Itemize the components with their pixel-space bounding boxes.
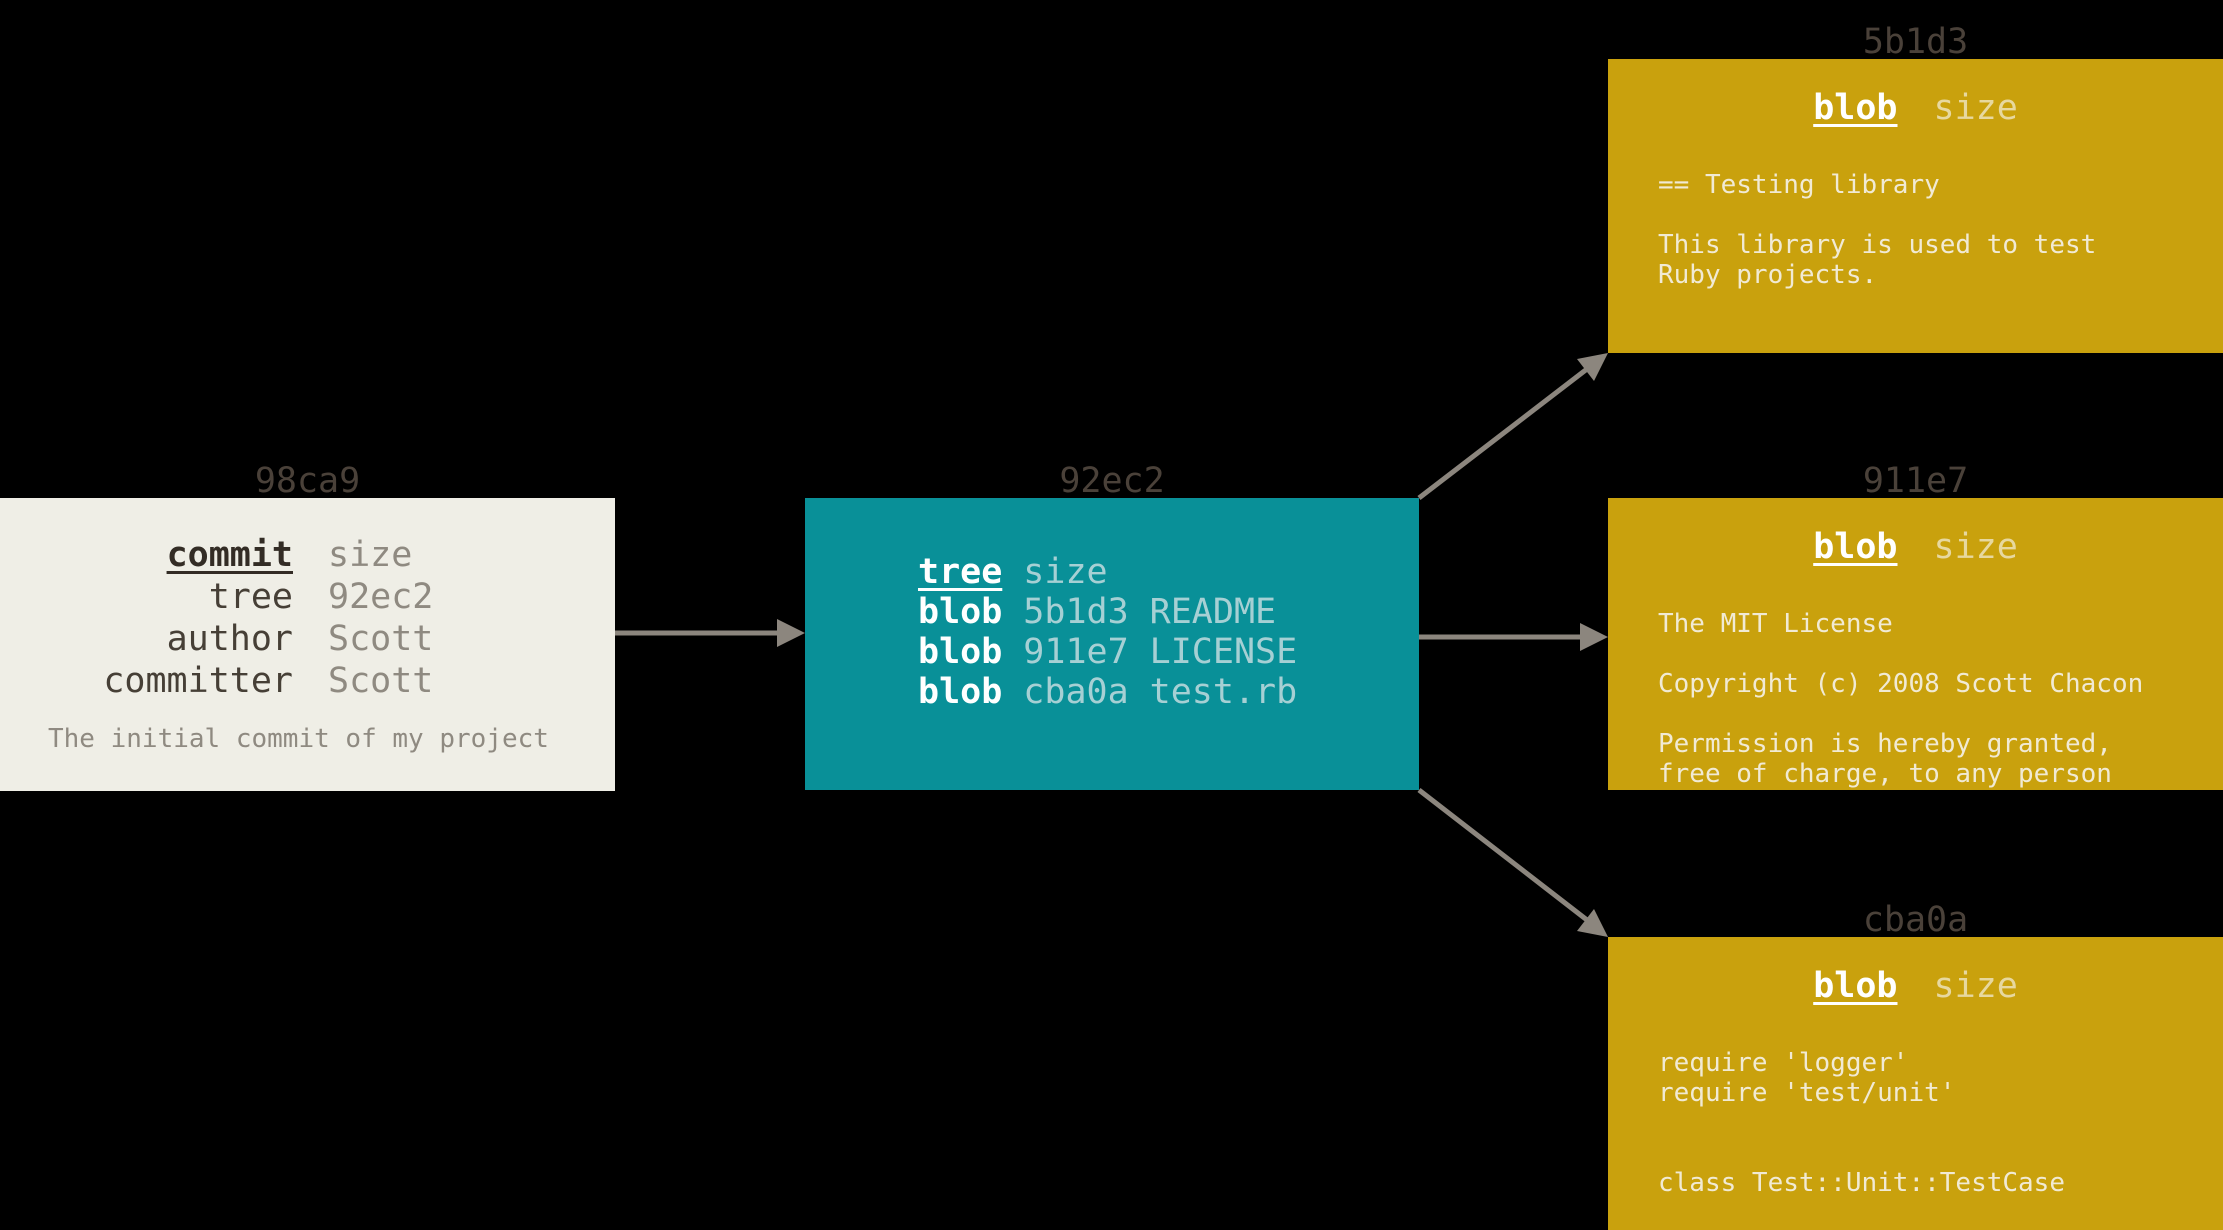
commit-fields: commit size tree 92ec2 author Scott comm…	[0, 498, 615, 702]
commit-hash-label: 98ca9	[254, 461, 361, 501]
commit-type-key: commit	[0, 534, 293, 576]
tree-size-value: size	[1023, 552, 1108, 592]
arrow-tree-to-blob-readme	[1417, 353, 1608, 500]
blob-header: blob size	[1608, 937, 2223, 1007]
arrow-head-icon	[1580, 623, 1608, 651]
entry-filename: README	[1149, 592, 1277, 632]
entry-type: blob	[918, 632, 1003, 672]
arrow-line	[1417, 788, 1589, 922]
blob-testrb-hash-label: cba0a	[1862, 900, 1969, 940]
blob-testrb-box: blob size require 'logger' require 'test/…	[1608, 937, 2223, 1230]
blob-license-hash-label: 911e7	[1862, 461, 1969, 501]
commit-field-key: committer	[103, 661, 293, 701]
commit-size-value: size	[328, 535, 413, 575]
blob-header: blob size	[1608, 498, 2223, 568]
blob-readme-box: blob size == Testing library This library…	[1608, 59, 2223, 353]
entry-hash: cba0a	[1023, 672, 1129, 712]
tree-keyword: tree	[918, 552, 1003, 592]
commit-keyword: commit	[166, 535, 293, 575]
tree-hash-label: 92ec2	[1059, 461, 1165, 501]
arrow-head-icon	[1577, 909, 1608, 937]
blob-size-value: size	[1933, 527, 2018, 567]
tree-entries: tree size blob 5b1d3 README blob 911e7 LICENS…	[805, 498, 1419, 712]
arrow-head-icon	[1577, 353, 1608, 381]
blob-content: == Testing library This library is used …	[1658, 170, 2097, 290]
tree-entry-line: blob 5b1d3 README	[918, 592, 1419, 632]
commit-message: The initial commit of my project	[48, 724, 549, 754]
commit-field-key: tree	[208, 577, 293, 617]
arrow-line	[1417, 367, 1589, 500]
commit-field-value: Scott	[328, 619, 434, 659]
blob-keyword: blob	[1813, 527, 1898, 567]
blob-content: require 'logger' require 'test/unit' cla…	[1658, 1048, 2065, 1198]
entry-type: blob	[918, 672, 1003, 712]
entry-filename: test.rb	[1149, 672, 1298, 712]
arrow-tree-to-blob-license	[1419, 623, 1608, 651]
blob-keyword: blob	[1813, 966, 1898, 1006]
commit-object-box: commit size tree 92ec2 author Scott comm…	[0, 498, 615, 791]
entry-hash: 5b1d3	[1023, 592, 1129, 632]
entry-hash: 911e7	[1023, 632, 1129, 672]
entry-filename: LICENSE	[1149, 632, 1298, 672]
blob-content: The MIT License Copyright (c) 2008 Scott…	[1658, 609, 2144, 789]
blob-size-value: size	[1933, 88, 2018, 128]
entry-type: blob	[918, 592, 1003, 632]
arrow-tree-to-blob-testrb	[1417, 788, 1608, 937]
commit-field-value: Scott	[328, 661, 434, 701]
commit-field-value: 92ec2	[328, 577, 434, 617]
arrow-head-icon	[777, 619, 805, 647]
tree-entry-line: blob 911e7 LICENSE	[918, 632, 1419, 672]
tree-header-line: tree size	[918, 552, 1419, 592]
tree-entry-line: blob cba0a test.rb	[918, 672, 1419, 712]
blob-size-value: size	[1933, 966, 2018, 1006]
arrow-commit-to-tree	[615, 619, 805, 647]
commit-field-key: author	[166, 619, 293, 659]
tree-object-box: tree size blob 5b1d3 README blob 911e7 LICENS…	[805, 498, 1419, 790]
blob-readme-hash-label: 5b1d3	[1862, 22, 1969, 62]
blob-license-box: blob size The MIT License Copyright (c) 2…	[1608, 498, 2223, 790]
blob-keyword: blob	[1813, 88, 1898, 128]
blob-header: blob size	[1608, 59, 2223, 129]
